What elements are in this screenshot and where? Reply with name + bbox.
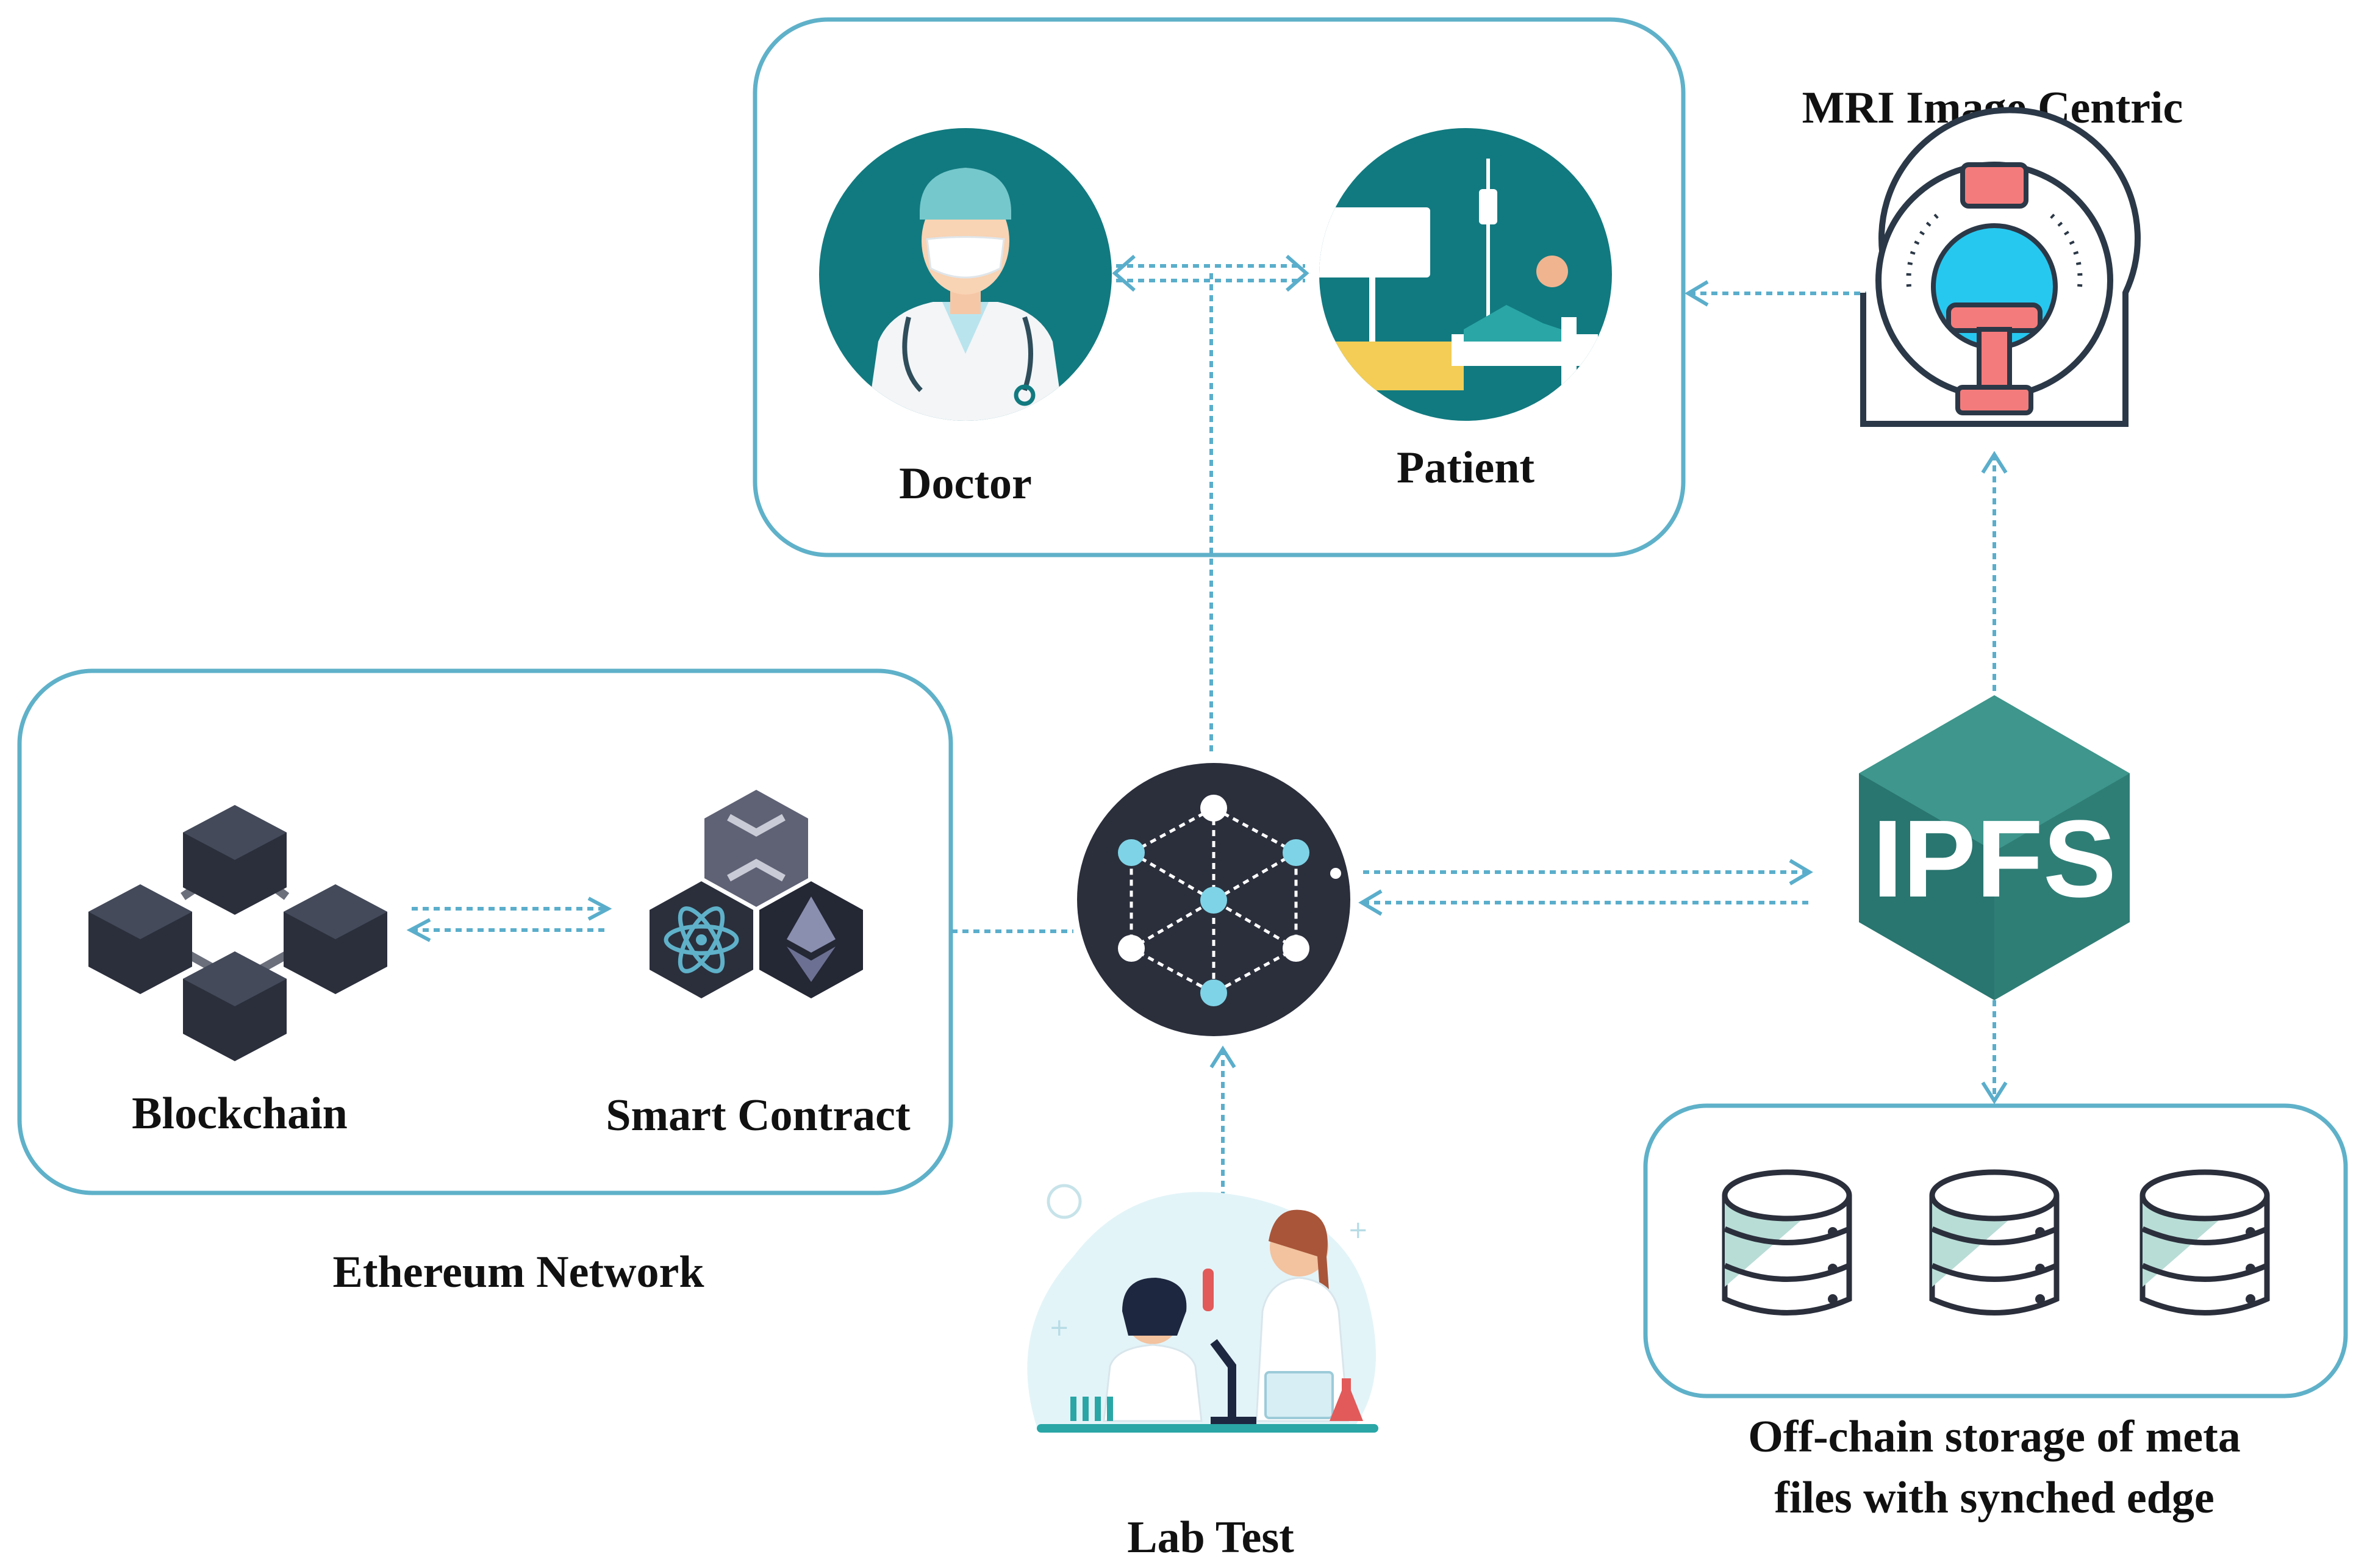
database-icon [1722,1169,1852,1316]
patient-label: Patient [1397,443,1534,493]
blockchain-label: Blockchain [132,1089,348,1139]
network-hub-icon [1077,763,1350,1036]
lab-scientists-icon: + + [1027,1184,1378,1433]
storage-label-line1: Off-chain storage of meta [1748,1412,2241,1462]
connector-doctor-patient [1112,254,1309,292]
connector-blockchain-contract [406,897,612,942]
svg-text:+: + [1348,1216,1369,1244]
database-icon [1929,1169,2060,1316]
mri-scanner-icon [1860,107,2141,427]
connector-ipfs-to-mri [1981,451,2008,692]
patient-bed-icon [1319,128,1612,421]
doctor-avatar-icon [819,128,1112,421]
smart-contract-label: Smart Contract [606,1090,911,1140]
doctor-label: Doctor [899,459,1032,509]
connector-hub-ipfs [1358,859,1813,916]
smart-contract-hexagons-icon [650,790,863,998]
connector-ipfs-to-storage [1981,1000,2008,1104]
storage-label-line2: files with synched edge [1774,1473,2215,1523]
connector-lab-to-hub [1209,1045,1236,1195]
blockchain-cubes-icon [88,805,387,1061]
ethereum-network-box [17,668,953,1195]
lab-test-label: Lab Test [1127,1513,1294,1563]
ipfs-logo-text: IPFS [1872,798,2116,920]
off-chain-storage-box [1643,1103,2348,1398]
svg-text:+: + [1049,1314,1070,1342]
connector-mri-to-patient [1685,280,1866,307]
ipfs-hexagon-icon [1859,695,2130,1000]
database-icon [2139,1169,2270,1316]
ethereum-network-label: Ethereum Network [332,1247,704,1297]
care-team-box [753,17,1686,557]
